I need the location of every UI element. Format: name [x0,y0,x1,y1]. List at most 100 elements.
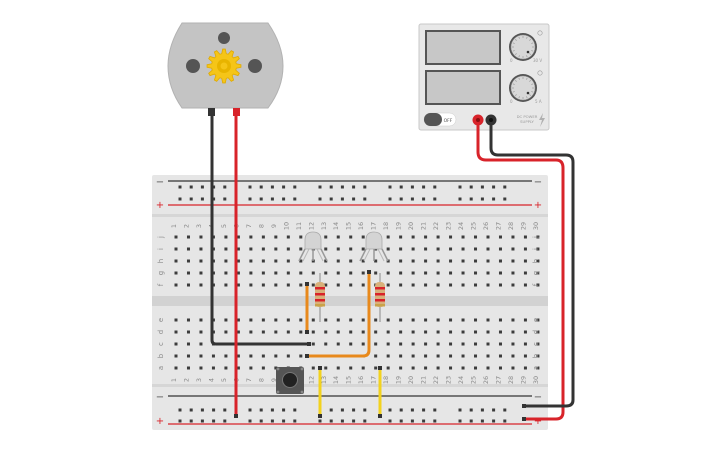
rail-hole[interactable] [178,408,182,412]
breadboard-hole[interactable] [199,342,203,346]
breadboard-hole[interactable] [461,342,465,346]
breadboard-hole[interactable] [249,330,253,334]
breadboard-hole[interactable] [199,235,203,239]
rail-hole[interactable] [399,419,403,423]
breadboard-hole[interactable] [486,235,490,239]
breadboard-hole[interactable] [461,318,465,322]
rail-hole[interactable] [433,419,437,423]
breadboard-hole[interactable] [523,235,527,239]
rail-hole[interactable] [458,197,462,201]
breadboard-hole[interactable] [349,318,353,322]
breadboard-hole[interactable] [299,235,303,239]
breadboard-hole[interactable] [361,271,365,275]
breadboard-hole[interactable] [449,342,453,346]
breadboard-hole[interactable] [411,354,415,358]
breadboard-hole[interactable] [224,259,228,263]
rail-hole[interactable] [458,419,462,423]
breadboard-hole[interactable] [536,354,540,358]
breadboard-hole[interactable] [461,247,465,251]
breadboard-hole[interactable] [399,247,403,251]
rail-hole[interactable] [480,185,484,189]
breadboard-hole[interactable] [349,283,353,287]
rail-hole[interactable] [469,197,473,201]
breadboard-hole[interactable] [361,330,365,334]
breadboard-hole[interactable] [324,330,328,334]
rail-hole[interactable] [189,185,193,189]
breadboard-hole[interactable] [399,330,403,334]
breadboard-hole[interactable] [299,318,303,322]
transistor-1[interactable] [298,231,328,262]
rail-hole[interactable] [340,408,344,412]
breadboard-hole[interactable] [399,366,403,370]
breadboard-hole[interactable] [436,235,440,239]
push-button[interactable] [276,367,304,394]
breadboard-hole[interactable] [186,366,190,370]
breadboard-hole[interactable] [186,235,190,239]
breadboard-hole[interactable] [199,354,203,358]
rail-hole[interactable] [422,185,426,189]
breadboard-hole[interactable] [436,354,440,358]
breadboard-hole[interactable] [474,342,478,346]
breadboard-hole[interactable] [424,259,428,263]
rail-hole[interactable] [433,408,437,412]
breadboard-hole[interactable] [449,318,453,322]
rail-hole[interactable] [259,419,263,423]
breadboard-hole[interactable] [523,271,527,275]
breadboard-hole[interactable] [299,330,303,334]
breadboard-hole[interactable] [199,366,203,370]
breadboard-hole[interactable] [336,366,340,370]
breadboard-hole[interactable] [424,247,428,251]
resistor-2[interactable] [375,273,385,322]
rail-hole[interactable] [352,185,356,189]
breadboard-hole[interactable] [424,342,428,346]
breadboard-hole[interactable] [349,259,353,263]
breadboard-hole[interactable] [286,330,290,334]
breadboard-hole[interactable] [336,283,340,287]
breadboard-hole[interactable] [361,342,365,346]
breadboard-hole[interactable] [411,342,415,346]
breadboard-hole[interactable] [286,283,290,287]
breadboard-hole[interactable] [424,283,428,287]
breadboard-hole[interactable] [336,330,340,334]
breadboard-hole[interactable] [411,271,415,275]
breadboard-hole[interactable] [511,247,515,251]
breadboard-hole[interactable] [424,271,428,275]
breadboard-hole[interactable] [286,259,290,263]
breadboard-hole[interactable] [224,318,228,322]
breadboard-hole[interactable] [486,247,490,251]
rail-hole[interactable] [318,185,322,189]
breadboard-hole[interactable] [399,271,403,275]
breadboard-hole[interactable] [274,330,278,334]
breadboard-hole[interactable] [449,259,453,263]
rail-hole[interactable] [282,408,286,412]
breadboard-hole[interactable] [474,271,478,275]
rail-hole[interactable] [318,419,322,423]
breadboard-hole[interactable] [498,235,502,239]
breadboard-hole[interactable] [349,342,353,346]
breadboard-hole[interactable] [299,271,303,275]
rail-hole[interactable] [329,419,333,423]
breadboard-hole[interactable] [236,366,240,370]
breadboard-hole[interactable] [299,247,303,251]
breadboard-hole[interactable] [449,366,453,370]
breadboard-hole[interactable] [274,247,278,251]
breadboard-hole[interactable] [424,318,428,322]
breadboard-hole[interactable] [424,330,428,334]
breadboard-hole[interactable] [261,354,265,358]
breadboard-hole[interactable] [236,271,240,275]
breadboard-hole[interactable] [174,366,178,370]
rail-hole[interactable] [178,197,182,201]
rail-hole[interactable] [433,197,437,201]
breadboard-hole[interactable] [498,330,502,334]
breadboard-hole[interactable] [349,330,353,334]
rail-hole[interactable] [480,197,484,201]
rail-hole[interactable] [363,185,367,189]
breadboard-hole[interactable] [424,366,428,370]
breadboard-hole[interactable] [436,247,440,251]
rail-hole[interactable] [200,185,204,189]
breadboard-hole[interactable] [249,366,253,370]
rail-hole[interactable] [410,419,414,423]
rail-hole[interactable] [503,419,507,423]
breadboard-hole[interactable] [536,271,540,275]
motor-terminal-red[interactable] [233,108,240,116]
